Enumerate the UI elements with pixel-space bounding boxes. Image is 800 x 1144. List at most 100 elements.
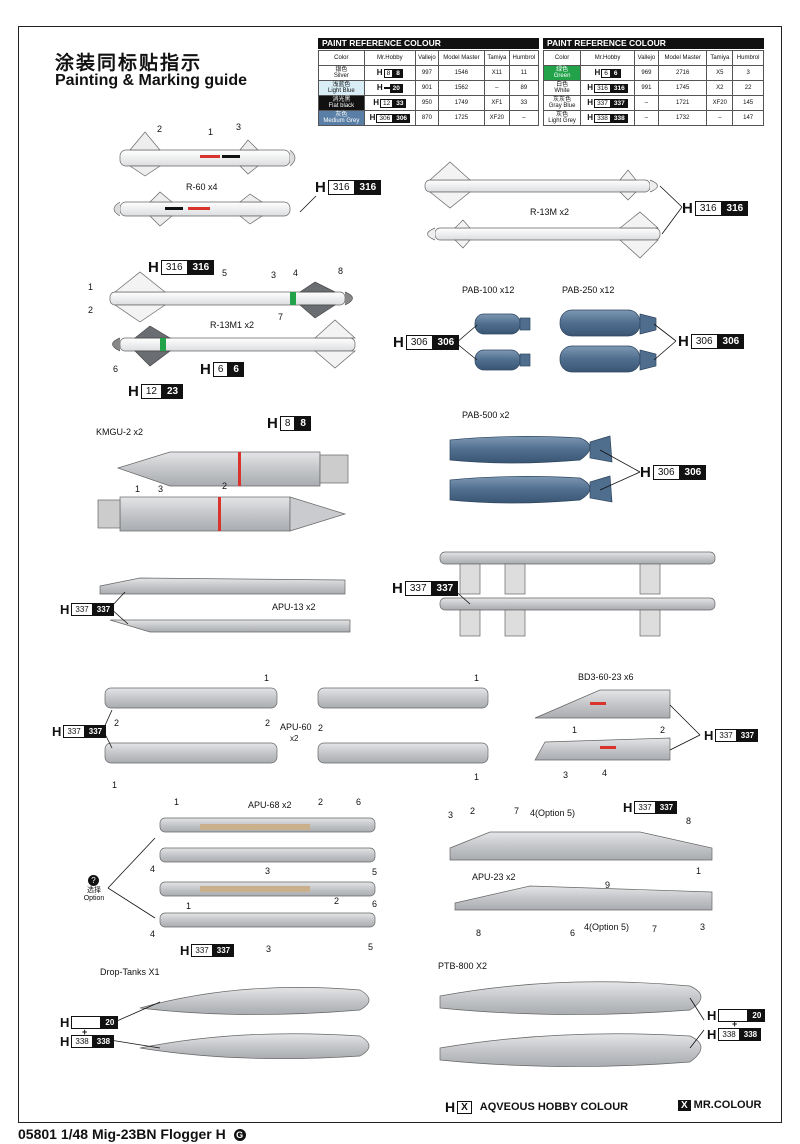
legend-aqueous-text: AQVEOUS HOBBY COLOUR [479, 1101, 629, 1113]
label-apu23: APU-23 x2 [472, 872, 516, 882]
part-number-label: 3 [563, 770, 569, 780]
r13m-missile-bottom [427, 211, 661, 259]
part-number-label: 3 [158, 484, 164, 494]
apu13-rails [99, 577, 351, 633]
part-number-label: 5 [222, 268, 228, 278]
part-number-label: 6 [372, 899, 378, 909]
option-label-en: Option [83, 895, 105, 902]
part-number-label: 2 [265, 718, 271, 728]
part-number-label: 2 [470, 806, 476, 816]
part-number-label: 7 [278, 312, 284, 322]
pab250-bombs [559, 309, 657, 373]
pab500-bombs [449, 435, 613, 504]
kmgu-container-top [116, 451, 349, 487]
label-apu60: APU-60 [280, 722, 312, 732]
part-number-label: 2 [318, 797, 324, 807]
part-number-label: 1 [696, 866, 702, 876]
legend-mr-box: X [678, 1099, 691, 1111]
kmgu-container-bottom [97, 496, 347, 532]
part-number-label: 3 [448, 810, 454, 820]
part-number-label: 3 [271, 270, 277, 280]
paint-model-master-cell: 1732 [657, 110, 708, 126]
paint-humbrol-cell: 145 [732, 95, 764, 111]
part-number-label: 1 [174, 797, 180, 807]
part-number-label: 2 [222, 481, 228, 491]
label-kmgu: KMGU-2 x2 [96, 427, 144, 437]
r13m-missile-top [424, 161, 658, 209]
apu60-launchers [104, 687, 489, 764]
drop-tank [139, 987, 370, 1060]
part-number-label: 4 [150, 929, 156, 939]
label-apu23-option-top: 4(Option 5) [530, 808, 576, 818]
part-number-label: 2 [88, 305, 94, 315]
part-number-label: 3 [265, 866, 271, 876]
part-number-label: 8 [476, 928, 482, 938]
part-number-label: 1 [474, 772, 480, 782]
plus-drop-tank: + [82, 1027, 88, 1037]
paint-table-2-title: PAINT REFERENCE COLOUR [543, 38, 764, 49]
part-number-label: 4 [150, 864, 156, 874]
part-number-label: 9 [605, 880, 611, 890]
part-number-label: 1 [572, 725, 578, 735]
label-r13m1: R-13M1 x2 [210, 320, 255, 330]
legend-mr-text: MR.COLOUR [693, 1099, 762, 1111]
legend-aqueous-h: H [445, 1099, 456, 1115]
part-number-label: 5 [368, 942, 374, 952]
part-number-label: 5 [372, 867, 378, 877]
paint-model-master-cell: 1725 [437, 110, 486, 126]
legend-aqueous: H X AQVEOUS HOBBY COLOUR [445, 1099, 628, 1115]
part-number-label: 2 [157, 124, 163, 134]
label-apu68: APU-68 x2 [248, 800, 292, 810]
part-number-label: 7 [514, 806, 520, 816]
label-drop-tanks: Drop-Tanks X1 [100, 967, 160, 977]
label-bd3: BD3-60-23 x6 [578, 672, 634, 682]
ptb800-tanks [439, 981, 702, 1067]
option-marker-icon: ? [88, 875, 99, 886]
pab100-bombs [474, 313, 531, 371]
paint-tamiya-cell: XF20 [706, 95, 734, 111]
option-label-cn: 选择 [87, 887, 101, 894]
footer-text: 05801 1/48 Mig-23BN Flogger H [18, 1126, 226, 1142]
title-english: Painting & Marking guide [55, 72, 248, 89]
legend-mr-colour: X MR.COLOUR [678, 1099, 762, 1111]
part-number-label: 4 [602, 768, 608, 778]
label-r13m: R-13M x2 [530, 207, 570, 217]
multi-rack-beams [439, 551, 716, 637]
paint-humbrol-cell: – [508, 110, 540, 126]
label-apu60-qty: x2 [290, 734, 299, 743]
part-number-label: 2 [660, 725, 666, 735]
apu68-launchers [159, 817, 376, 928]
apu23-launchers [449, 831, 713, 911]
part-number-label: 1 [112, 780, 118, 790]
label-pab100: PAB-100 x12 [462, 285, 515, 295]
